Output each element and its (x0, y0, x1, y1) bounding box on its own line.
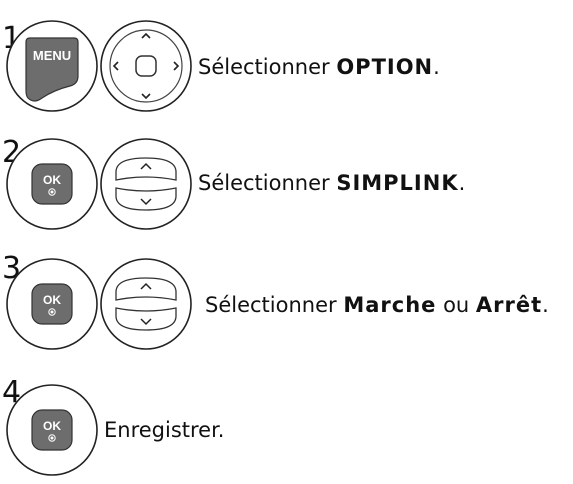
instruction-emphasis: SIMPLINK (336, 171, 459, 195)
svg-text:OK: OK (43, 293, 61, 307)
instruction-suffix: . (433, 55, 440, 79)
ok-button-icon: OK (6, 384, 98, 476)
step-2-instruction: Sélectionner SIMPLINK. (198, 173, 465, 194)
instruction-prefix: Sélectionner (198, 171, 337, 195)
instruction-emphasis: OPTION (336, 55, 434, 79)
instruction-prefix: Enregistrer. (104, 418, 225, 442)
up-down-buttons-icon (100, 138, 192, 230)
step-1: 1 MENU Sélectionner OPTION. (0, 0, 573, 118)
instruction-suffix: . (542, 293, 549, 317)
up-down-buttons-icon (100, 258, 192, 350)
svg-text:OK: OK (43, 173, 61, 187)
step-4-instruction: Enregistrer. (104, 420, 224, 441)
step-number: 4 (2, 375, 22, 410)
step-4: 4 OK Enregistrer. (0, 358, 573, 484)
instruction-prefix: Sélectionner (198, 55, 337, 79)
ok-button-icon: OK (6, 138, 98, 230)
instruction-suffix: . (458, 171, 466, 195)
instruction-emphasis: Marche (343, 293, 437, 317)
ok-button-icon: OK (6, 258, 98, 350)
instruction-emphasis-2: Arrêt (475, 293, 543, 317)
step-3: 3 OK Sélectionner Marche ou Arrêt. (0, 234, 573, 358)
step-3-instruction: Sélectionner Marche ou Arrêt. (205, 295, 549, 316)
four-way-dpad-icon (100, 20, 192, 112)
instruction-middle: ou (436, 293, 476, 317)
svg-text:OK: OK (43, 419, 61, 433)
instruction-prefix: Sélectionner (205, 293, 344, 317)
menu-button-icon: MENU (6, 20, 98, 112)
step-2: 2 OK Sélectionner SIMPLINK. (0, 118, 573, 234)
menu-label: MENU (33, 48, 71, 63)
step-1-instruction: Sélectionner OPTION. (198, 57, 440, 78)
